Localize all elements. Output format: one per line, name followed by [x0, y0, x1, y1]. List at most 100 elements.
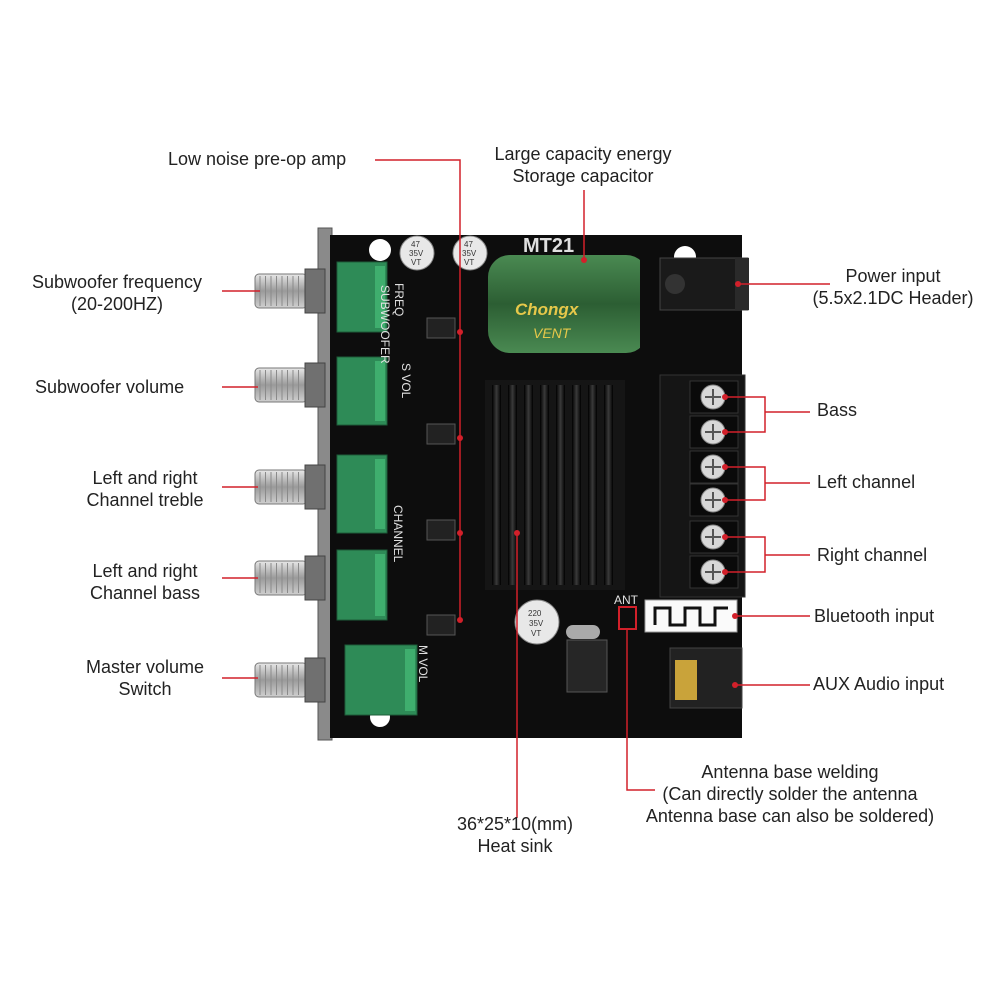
label-antenna: Antenna base welding (Can directly solde…	[635, 761, 945, 827]
leader-left	[725, 466, 810, 501]
leader-right	[725, 536, 810, 573]
leader-dot	[514, 530, 520, 536]
label-storage-capacitor-line1: Large capacity energy	[494, 144, 672, 164]
model-silk: MT21	[523, 235, 574, 257]
svg-text:35V: 35V	[409, 249, 424, 258]
knob-nut	[304, 555, 326, 601]
dc-power-jack	[659, 257, 749, 311]
heat-sink-fin	[556, 385, 565, 585]
potentiometer-side	[375, 266, 385, 328]
label-bluetooth-input: Bluetooth input	[814, 606, 935, 626]
label-preop-amp: Low noise pre-op amp	[168, 149, 347, 169]
terminal-screw-slot	[705, 564, 721, 580]
terminal-screw-slot	[705, 389, 721, 405]
label-antenna-line3: Antenna base can also be soldered)	[645, 806, 935, 826]
leader-dot	[457, 435, 463, 441]
leader-dot	[457, 530, 463, 536]
heat-sink	[485, 380, 625, 590]
potentiometer-side	[375, 361, 385, 421]
preop-ic-3	[426, 519, 456, 541]
leader-bass-out	[725, 396, 810, 433]
bluetooth-module	[644, 599, 738, 633]
heat-sink-fin	[492, 385, 501, 585]
leader-dot	[735, 281, 741, 287]
svg-text:VT: VT	[411, 258, 421, 267]
label-bass-output: Bass	[817, 400, 858, 420]
preop-ic-1	[426, 317, 456, 339]
preop-ic-4	[426, 614, 456, 636]
label-subwoofer-frequency-line2: (20-200HZ)	[70, 294, 164, 314]
leader-dot	[581, 257, 587, 263]
mount-hole-tl	[369, 239, 391, 261]
leader-antenna	[626, 629, 655, 791]
heat-sink-fin	[540, 385, 549, 585]
main-ic	[566, 639, 608, 693]
leader-dot	[722, 569, 728, 575]
knob-nut	[304, 464, 326, 510]
svg-text:VENT: VENT	[533, 325, 572, 341]
small-capacitor-2: 47 35V VT	[452, 235, 488, 271]
svg-text:220: 220	[528, 609, 542, 618]
label-power-input-line1: Power input	[845, 266, 941, 286]
label-heat-sink-line1: 36*25*10(mm)	[456, 814, 574, 834]
heat-sink-fin	[588, 385, 597, 585]
label-channel-treble-line2: Channel treble	[86, 490, 204, 510]
silk-subwoofer: SUBWOOFER	[378, 285, 392, 364]
knob-nut	[304, 268, 326, 314]
label-master-volume: Master volume Switch	[60, 656, 230, 700]
leader-dot	[732, 613, 738, 619]
label-master-volume-line2: Switch	[118, 679, 172, 699]
leader-dot	[722, 394, 728, 400]
capacitor-220uf: 220 35V VT	[514, 599, 560, 645]
speaker-terminal-block	[659, 374, 746, 598]
svg-text:Chongx: Chongx	[515, 300, 580, 319]
heat-sink-fin	[572, 385, 581, 585]
label-subwoofer-frequency: Subwoofer frequency (20-200HZ)	[12, 271, 222, 315]
svg-text:VT: VT	[464, 258, 474, 267]
label-channel-treble: Left and right Channel treble	[60, 467, 230, 511]
label-storage-capacitor-line2: Storage capacitor	[512, 166, 654, 186]
label-antenna-line1: Antenna base welding	[701, 762, 879, 782]
svg-text:ANT: ANT	[614, 593, 639, 607]
terminal-screw-slot	[705, 424, 721, 440]
silk-s-vol: S VOL	[399, 363, 413, 399]
preop-ic-2	[426, 423, 456, 445]
label-heat-sink-line2: Heat sink	[477, 836, 553, 856]
knob-shaft	[254, 560, 308, 596]
knob-nut	[304, 657, 326, 703]
svg-text:35V: 35V	[462, 249, 477, 258]
label-heat-sink: 36*25*10(mm) Heat sink	[430, 813, 600, 857]
terminal-screw-slot	[705, 459, 721, 475]
small-capacitor-1: 47 35V VT	[399, 235, 435, 271]
leader-dot	[722, 464, 728, 470]
crystal	[566, 625, 600, 639]
potentiometer-side	[375, 459, 385, 529]
aux-jack	[669, 647, 743, 709]
leader-dot	[732, 682, 738, 688]
label-master-volume-line1: Master volume	[85, 657, 205, 677]
leader-dot	[722, 534, 728, 540]
leader-preop	[375, 159, 461, 620]
leader-dot	[457, 329, 463, 335]
terminal-screw-slot	[705, 529, 721, 545]
knob-shaft	[254, 367, 308, 403]
label-channel-treble-line1: Left and right	[92, 468, 198, 488]
leader-dot	[722, 429, 728, 435]
svg-text:VT: VT	[531, 629, 541, 638]
label-channel-bass-line1: Left and right	[92, 561, 198, 581]
potentiometer-side	[375, 554, 385, 616]
storage-capacitor: Chongx VENT	[488, 255, 660, 353]
silk-m-vol: M VOL	[416, 645, 430, 683]
label-subwoofer-volume: Subwoofer volume	[35, 377, 185, 397]
label-power-input-line2: (5.5x2.1DC Header)	[812, 288, 974, 308]
heat-sink-fin	[508, 385, 517, 585]
potentiometer-side	[405, 649, 415, 711]
label-channel-bass: Left and right Channel bass	[60, 560, 230, 604]
heat-sink-fin	[524, 385, 533, 585]
label-storage-capacitor: Large capacity energy Storage capacitor	[470, 143, 696, 187]
silk-channel: CHANNEL	[391, 505, 405, 563]
label-right-channel: Right channel	[817, 545, 928, 565]
label-antenna-line2: (Can directly solder the antenna	[662, 784, 918, 804]
knob-shaft	[254, 662, 308, 698]
knob-shaft	[254, 273, 308, 309]
